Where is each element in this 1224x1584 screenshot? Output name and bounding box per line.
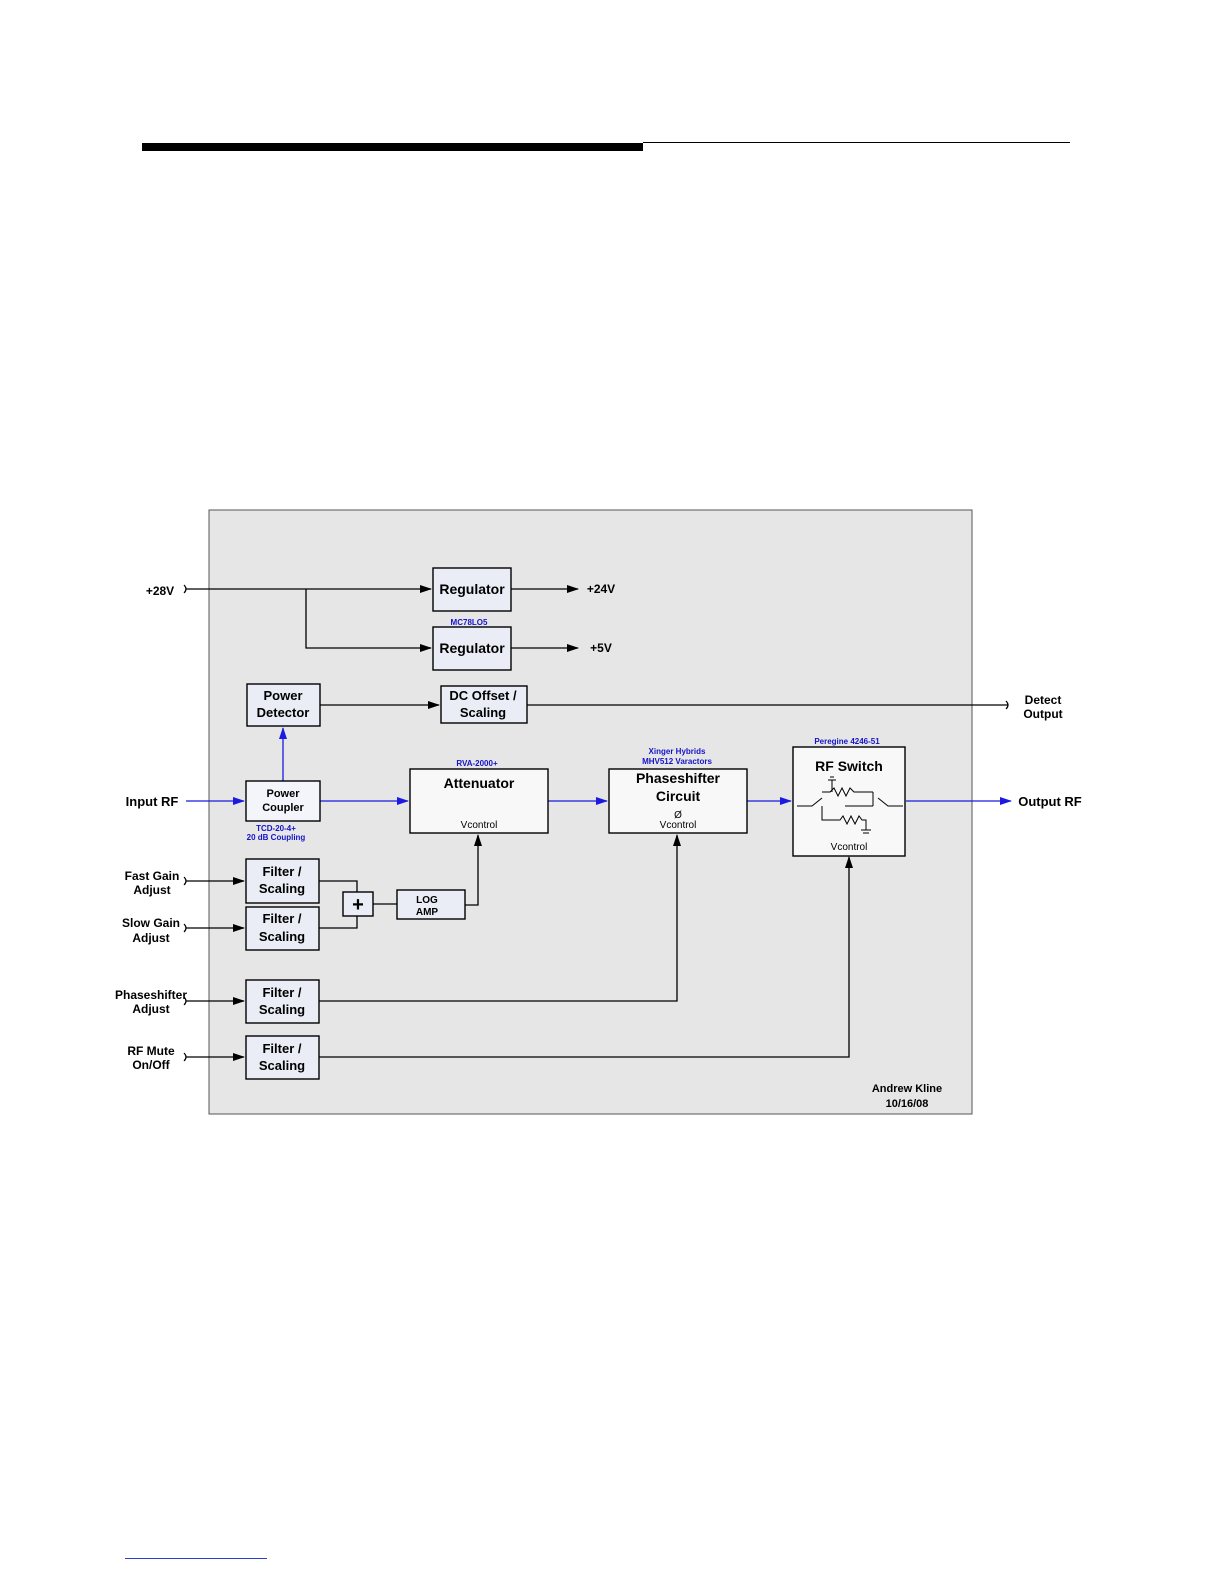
attenuator-vcontrol: Vcontrol [461,820,498,831]
label-phaseshifter-adjust-2: Adjust [132,1002,169,1016]
label-detect-output-2: Output [1023,707,1062,721]
part-coupler-1: TCD-20-4+ [256,824,296,833]
regulator-24v-label: Regulator [439,581,505,597]
log-amp-label-2: AMP [416,907,439,918]
regulator-5v-block [432,626,512,671]
wire-mute-filter-to-rf-switch [319,856,853,1058]
power-coupler-label-1: Power [266,788,300,800]
author-name: Andrew Kline [872,1083,942,1095]
summer-symbol: + [352,894,364,916]
filter-slow-label-1: Filter / [262,911,301,926]
label-slow-gain-1: Slow Gain [122,916,180,930]
phaseshifter-block [608,768,748,834]
footnote-rule [125,1558,267,1559]
label-fast-gain-2: Adjust [133,883,170,897]
power-detector-block [246,683,321,727]
label-28v: +28V [146,584,174,598]
wire-log-amp-to-attenuator [465,834,482,906]
connector-28v [183,584,187,594]
header-rule-thin [643,142,1070,143]
phaseshifter-label-2: Circuit [656,788,701,804]
connector-phaseshifter [183,996,187,1006]
part-rf-switch: Peregine 4246-51 [814,737,880,746]
connector-detect-output [1005,700,1009,710]
log-amp-block [396,889,466,920]
part-regulator-5v: MC78LO5 [451,618,488,627]
wire-28v-to-regulator-5v [305,589,432,652]
filter-phase-label-1: Filter / [262,985,301,1000]
filter-phaseshifter-block [245,979,320,1024]
filter-slow-gain-block [245,906,320,951]
connector-fast-gain [183,876,187,886]
wire-fast-filter-to-summer [319,880,358,892]
rf-switch-label: RF Switch [815,758,883,774]
attenuator-label: Attenuator [444,775,515,791]
filter-fast-label-1: Filter / [262,864,301,879]
power-detector-label-1: Power [263,688,302,703]
part-attenuator: RVA-2000+ [456,759,498,768]
rf-switch-symbol [797,776,903,834]
summer-block [342,891,374,917]
phase-symbol: Ø [674,810,682,821]
regulator-24v-block [432,567,512,612]
filter-fast-label-2: Scaling [259,881,305,896]
part-phaseshifter-2: MHV512 Varactors [642,757,712,766]
label-5v: +5V [590,641,612,655]
power-detector-label-2: Detector [257,705,310,720]
wire-phase-filter-to-phaseshifter [319,834,681,1002]
label-input-rf: Input RF [126,794,179,809]
rf-switch-block [792,746,906,857]
connector-rf-mute [183,1052,187,1062]
filter-slow-label-2: Scaling [259,929,305,944]
filter-rf-mute-block [245,1035,320,1080]
connector-slow-gain [183,923,187,933]
filter-mute-label-2: Scaling [259,1058,305,1073]
label-fast-gain-1: Fast Gain [125,869,180,883]
phaseshifter-vcontrol: Vcontrol [660,820,697,831]
phaseshifter-label-1: Phaseshifter [636,770,721,786]
log-amp-label-1: LOG [416,895,438,906]
power-coupler-label-2: Coupler [262,802,304,814]
part-coupler-2: 20 dB Coupling [247,833,306,842]
rf-switch-vcontrol: Vcontrol [831,842,868,853]
diagram-date: 10/16/08 [886,1098,929,1110]
label-detect-output-1: Detect [1025,693,1062,707]
label-output-rf: Output RF [1018,794,1082,809]
label-slow-gain-2: Adjust [132,931,169,945]
dc-offset-label-2: Scaling [460,705,506,720]
regulator-5v-label: Regulator [439,640,505,656]
label-24v: +24V [587,582,615,596]
dc-offset-block [440,685,528,724]
filter-phase-label-2: Scaling [259,1002,305,1017]
label-phaseshifter-adjust-1: Phaseshifter [115,988,187,1002]
attenuator-block [409,768,549,834]
header-rule [142,143,643,151]
filter-mute-label-1: Filter / [262,1041,301,1056]
label-rf-mute-1: RF Mute [127,1044,175,1058]
wire-slow-filter-to-summer [319,916,358,929]
label-rf-mute-2: On/Off [132,1058,170,1072]
dc-offset-label-1: DC Offset / [449,688,517,703]
filter-fast-gain-block [245,858,320,904]
power-coupler-block [245,780,321,822]
part-phaseshifter-1: Xinger Hybrids [649,747,706,756]
